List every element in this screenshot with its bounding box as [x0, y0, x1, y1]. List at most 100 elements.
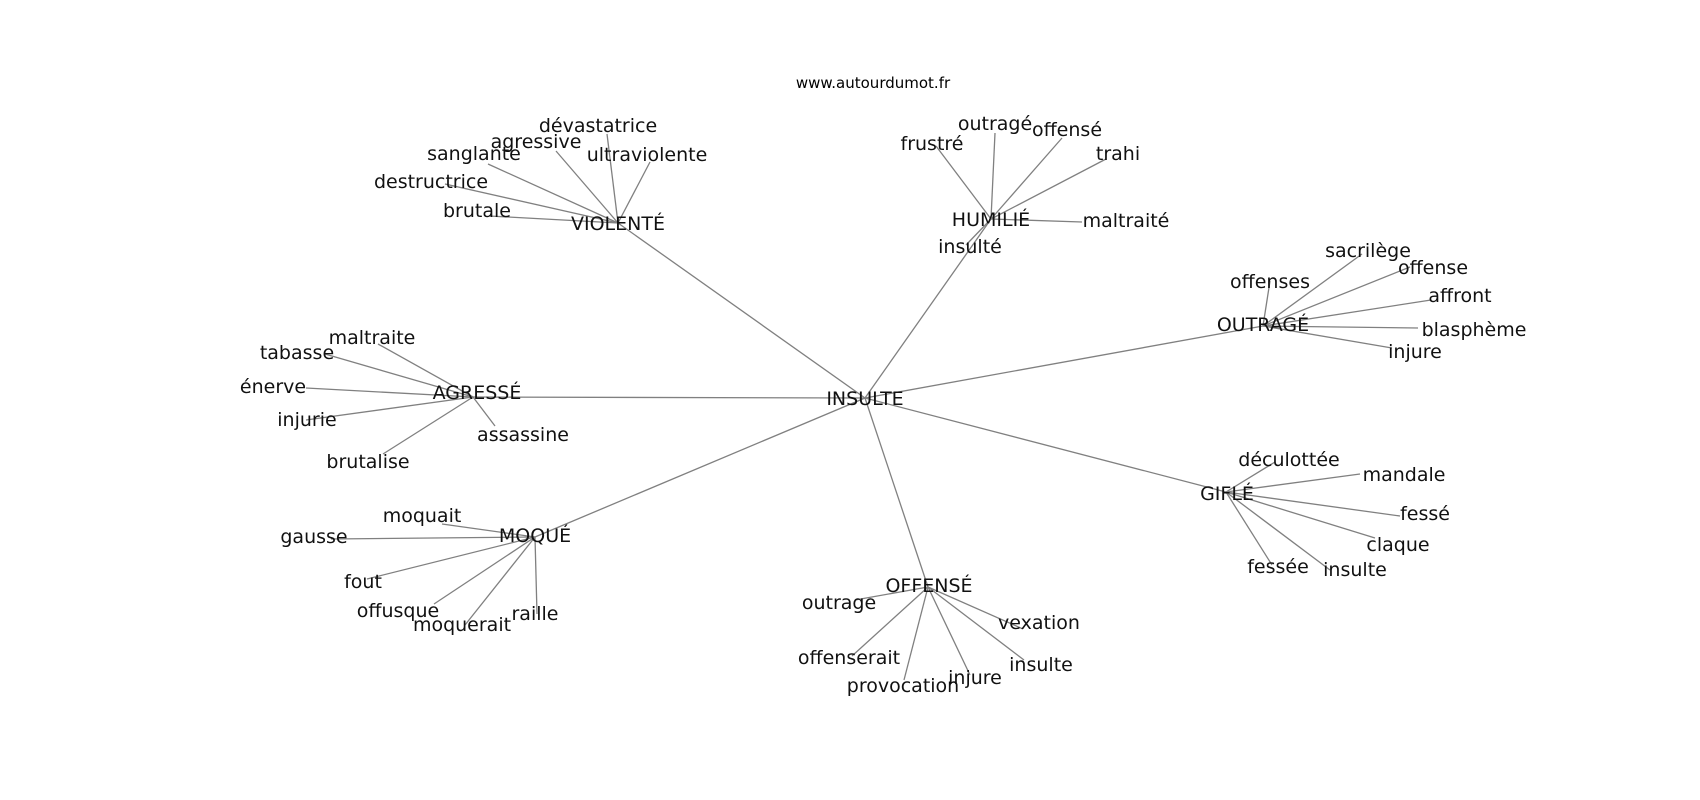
- word-node[interactable]: blasphème: [1422, 319, 1527, 341]
- site-title: www.autourdumot.fr: [796, 74, 951, 92]
- edge-hub-word: [433, 536, 536, 605]
- edge-hub-word: [472, 396, 496, 427]
- word-node[interactable]: assassine: [477, 424, 569, 446]
- edge-center-hub: [864, 325, 1264, 399]
- edge-hub-word: [927, 586, 971, 676]
- edge-hub-word: [1262, 325, 1419, 329]
- hub-node[interactable]: MOQUÉ: [499, 524, 571, 547]
- graph-labels: INSULTE VIOLENTÉ dévastatriceagressivesang…: [240, 113, 1527, 697]
- edge-center-hub: [864, 397, 1227, 493]
- edge-hub-word: [927, 586, 1024, 630]
- edge-hub-word: [324, 353, 474, 398]
- edge-center-hub: [864, 218, 992, 399]
- hub-node[interactable]: VIOLENTÉ: [571, 212, 665, 235]
- word-node[interactable]: sanglante: [427, 143, 521, 165]
- word-node[interactable]: frustré: [901, 133, 964, 155]
- edge-center-hub: [864, 397, 929, 588]
- hub-node[interactable]: AGRESSÉ: [433, 381, 522, 404]
- word-node[interactable]: agressive: [491, 131, 582, 153]
- hub-node[interactable]: GIFLÉ: [1200, 482, 1254, 505]
- word-node[interactable]: maltraite: [329, 327, 416, 349]
- edge-hub-word: [617, 161, 651, 224]
- edge-hub-word: [444, 183, 619, 224]
- word-node[interactable]: offensé: [1032, 119, 1102, 141]
- edge-hub-word: [1262, 299, 1432, 327]
- word-node[interactable]: mandale: [1363, 464, 1446, 486]
- hub-node[interactable]: OUTRAGÉ: [1217, 313, 1309, 336]
- word-node[interactable]: brutale: [443, 200, 511, 222]
- edge-hub-word: [1225, 473, 1361, 493]
- edge-hub-word: [1262, 280, 1271, 327]
- edge-hub-word: [927, 586, 1025, 661]
- hub-node[interactable]: OFFENSÉ: [885, 574, 972, 597]
- word-node[interactable]: fout: [344, 571, 382, 593]
- word-node[interactable]: offenserait: [798, 647, 900, 669]
- edge-hub-word: [990, 158, 1107, 220]
- edge-hub-word: [990, 218, 1083, 223]
- word-node[interactable]: fessée: [1247, 556, 1309, 578]
- word-node[interactable]: moquerait: [413, 614, 511, 636]
- word-node[interactable]: raille: [512, 603, 559, 625]
- edge-hub-word: [1225, 491, 1376, 539]
- edge-hub-word: [851, 586, 929, 657]
- word-node[interactable]: insulte: [1323, 559, 1387, 581]
- edge-hub-word: [305, 396, 474, 421]
- word-node[interactable]: outrage: [802, 592, 876, 614]
- edge-hub-word: [488, 215, 619, 224]
- edge-hub-word: [1225, 491, 1331, 571]
- word-node[interactable]: insulté: [938, 236, 1002, 258]
- word-node[interactable]: moquait: [383, 505, 462, 527]
- word-node[interactable]: énerve: [240, 376, 306, 398]
- word-node[interactable]: vexation: [998, 612, 1080, 634]
- edge-hub-word: [305, 387, 474, 398]
- edge-hub-word: [1262, 266, 1411, 327]
- edge-hub-word: [382, 396, 474, 455]
- word-node[interactable]: destructrice: [374, 171, 488, 193]
- edge-hub-word: [1225, 491, 1273, 566]
- edge-hub-word: [377, 343, 474, 398]
- edge-center-hub: [472, 396, 866, 399]
- edge-hub-word: [1262, 253, 1363, 327]
- edge-hub-word: [534, 536, 538, 615]
- word-node[interactable]: trahi: [1096, 143, 1140, 165]
- edge-hub-word: [464, 536, 536, 626]
- word-node[interactable]: provocation: [847, 675, 959, 697]
- word-node[interactable]: outragé: [958, 113, 1032, 135]
- word-node[interactable]: dévastatrice: [539, 115, 657, 137]
- edge-hub-word: [903, 586, 929, 681]
- edge-hub-word: [1262, 325, 1393, 349]
- edge-hub-word: [441, 523, 536, 538]
- word-node[interactable]: offense: [1398, 257, 1468, 279]
- word-node[interactable]: maltraité: [1083, 210, 1170, 232]
- edge-center-hub: [534, 397, 866, 538]
- word-node[interactable]: sacrilège: [1325, 240, 1411, 262]
- word-node[interactable]: fessé: [1400, 503, 1450, 525]
- word-node[interactable]: claque: [1366, 534, 1429, 556]
- hub-node[interactable]: HUMILIÉ: [952, 208, 1030, 231]
- word-node[interactable]: affront: [1428, 285, 1491, 307]
- edge-hub-word: [965, 218, 992, 246]
- edge-hub-word: [487, 163, 619, 224]
- word-node[interactable]: gausse: [280, 526, 347, 548]
- word-node[interactable]: ultraviolente: [587, 144, 708, 166]
- word-node[interactable]: tabasse: [260, 342, 334, 364]
- word-node[interactable]: offenses: [1230, 271, 1310, 293]
- edge-hub-word: [935, 145, 992, 220]
- center-node[interactable]: INSULTE: [826, 388, 903, 410]
- edge-hub-word: [555, 150, 619, 224]
- edge-hub-word: [330, 536, 536, 540]
- edge-hub-word: [366, 536, 536, 580]
- word-node[interactable]: injurie: [277, 409, 336, 431]
- word-node[interactable]: insulte: [1009, 654, 1073, 676]
- word-node[interactable]: injure: [948, 667, 1002, 689]
- word-node[interactable]: brutalise: [326, 451, 409, 473]
- edge-hub-word: [1225, 491, 1401, 517]
- word-node[interactable]: offusque: [357, 600, 439, 622]
- graph-edges: [305, 132, 1432, 681]
- edge-hub-word: [990, 137, 1063, 220]
- edge-hub-word: [606, 133, 619, 224]
- edge-center-hub: [617, 222, 866, 399]
- word-node[interactable]: déculottée: [1238, 449, 1339, 471]
- word-node[interactable]: injure: [1388, 341, 1442, 363]
